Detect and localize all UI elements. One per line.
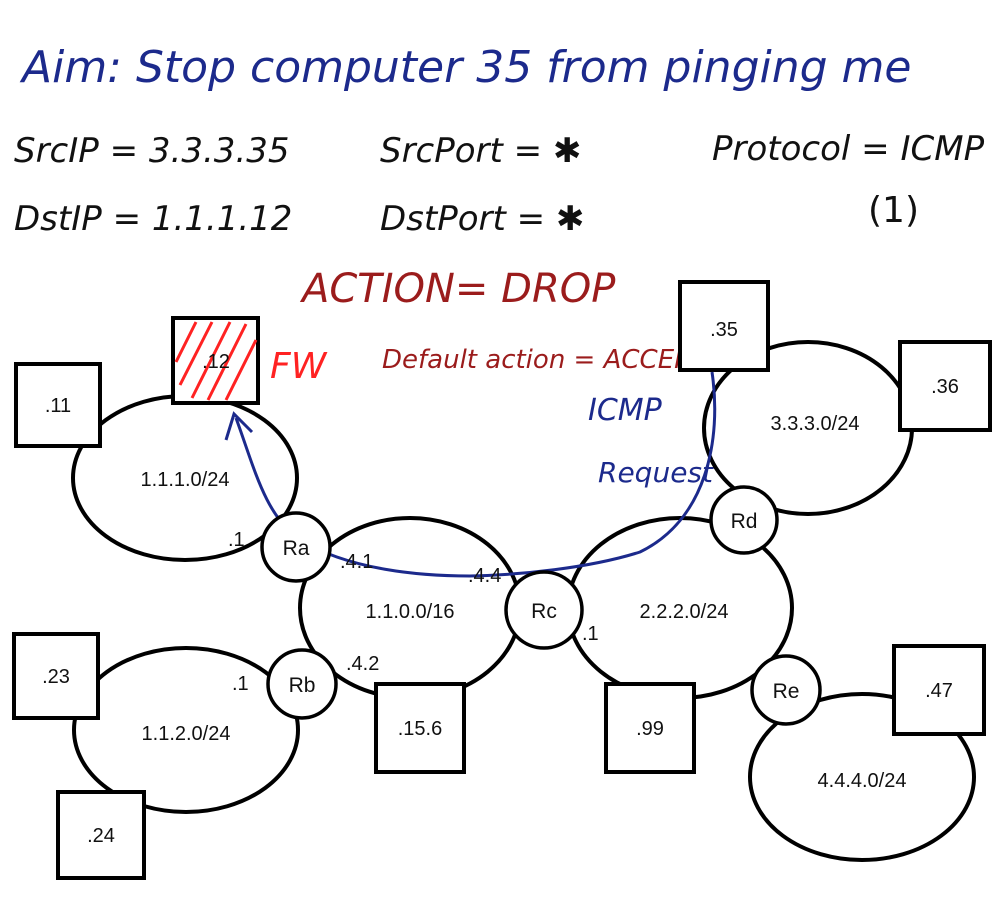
host-35 (678, 280, 770, 372)
network-label: 3.3.3.0/24 (771, 413, 860, 435)
network-label: 4.4.4.0/24 (818, 770, 907, 792)
interface-label: .4.1 (340, 551, 373, 573)
network-4-4-4-0 (748, 692, 976, 862)
interface-label: .1 (228, 529, 245, 551)
host-label: .99 (636, 718, 664, 740)
dst-ip-text: DstIP = 1.1.1.12 (14, 199, 292, 239)
network-label: 1.1.0.0/16 (366, 601, 455, 623)
router-label: Rc (531, 600, 557, 623)
host-47 (892, 644, 986, 736)
network-1-1-2-0 (72, 646, 300, 814)
dst-port-text: DstPort = ✱ (380, 199, 584, 239)
host-label: .15.6 (398, 718, 442, 740)
interface-label: .4.2 (346, 653, 379, 675)
router-label: Re (773, 680, 800, 703)
router-rd (709, 485, 779, 555)
router-ra (260, 511, 332, 583)
src-port-text: SrcPort = ✱ (380, 131, 581, 171)
protocol-number-text: (1) (868, 190, 919, 231)
host-label: .23 (42, 666, 70, 688)
fw-text: FW (270, 346, 328, 387)
host-23 (12, 632, 100, 720)
router-rc (504, 570, 584, 650)
default-action-text: Default action = ACCEPT (382, 345, 708, 375)
aim-text: Aim: Stop computer 35 from pinging me (19, 42, 911, 93)
host-24 (56, 790, 146, 880)
interface-label: .1 (232, 673, 249, 695)
router-label: Rd (731, 510, 758, 533)
host-label: .24 (87, 825, 115, 847)
interface-label: .4.4 (468, 565, 501, 587)
host-label: .47 (925, 680, 953, 702)
router-label: Ra (283, 537, 310, 560)
src-ip-text: SrcIP = 3.3.3.35 (14, 131, 289, 171)
host-label: .11 (45, 395, 71, 417)
host-36 (898, 340, 992, 432)
host-15-6 (374, 682, 466, 774)
router-re (750, 654, 822, 726)
host-11 (14, 362, 102, 448)
host-label: .36 (931, 376, 959, 398)
protocol-text: Protocol = ICMP (712, 129, 985, 169)
host-label: .12 (202, 351, 230, 373)
firewall-hatching-icon (174, 321, 258, 401)
action-text: ACTION= DROP (299, 266, 616, 312)
network-label: 1.1.1.0/24 (141, 469, 230, 491)
request-text: Request (598, 456, 714, 489)
router-rb (266, 648, 338, 720)
network-label: 1.1.2.0/24 (142, 723, 231, 745)
host-12-firewall (171, 316, 260, 405)
network-label: 2.2.2.0/24 (640, 601, 729, 623)
host-99 (604, 682, 696, 774)
interface-label: .1 (582, 623, 599, 645)
icmp-text: ICMP (588, 393, 663, 428)
arrowhead-icon (224, 411, 254, 441)
router-label: Rb (289, 674, 316, 697)
host-label: .35 (710, 319, 738, 341)
